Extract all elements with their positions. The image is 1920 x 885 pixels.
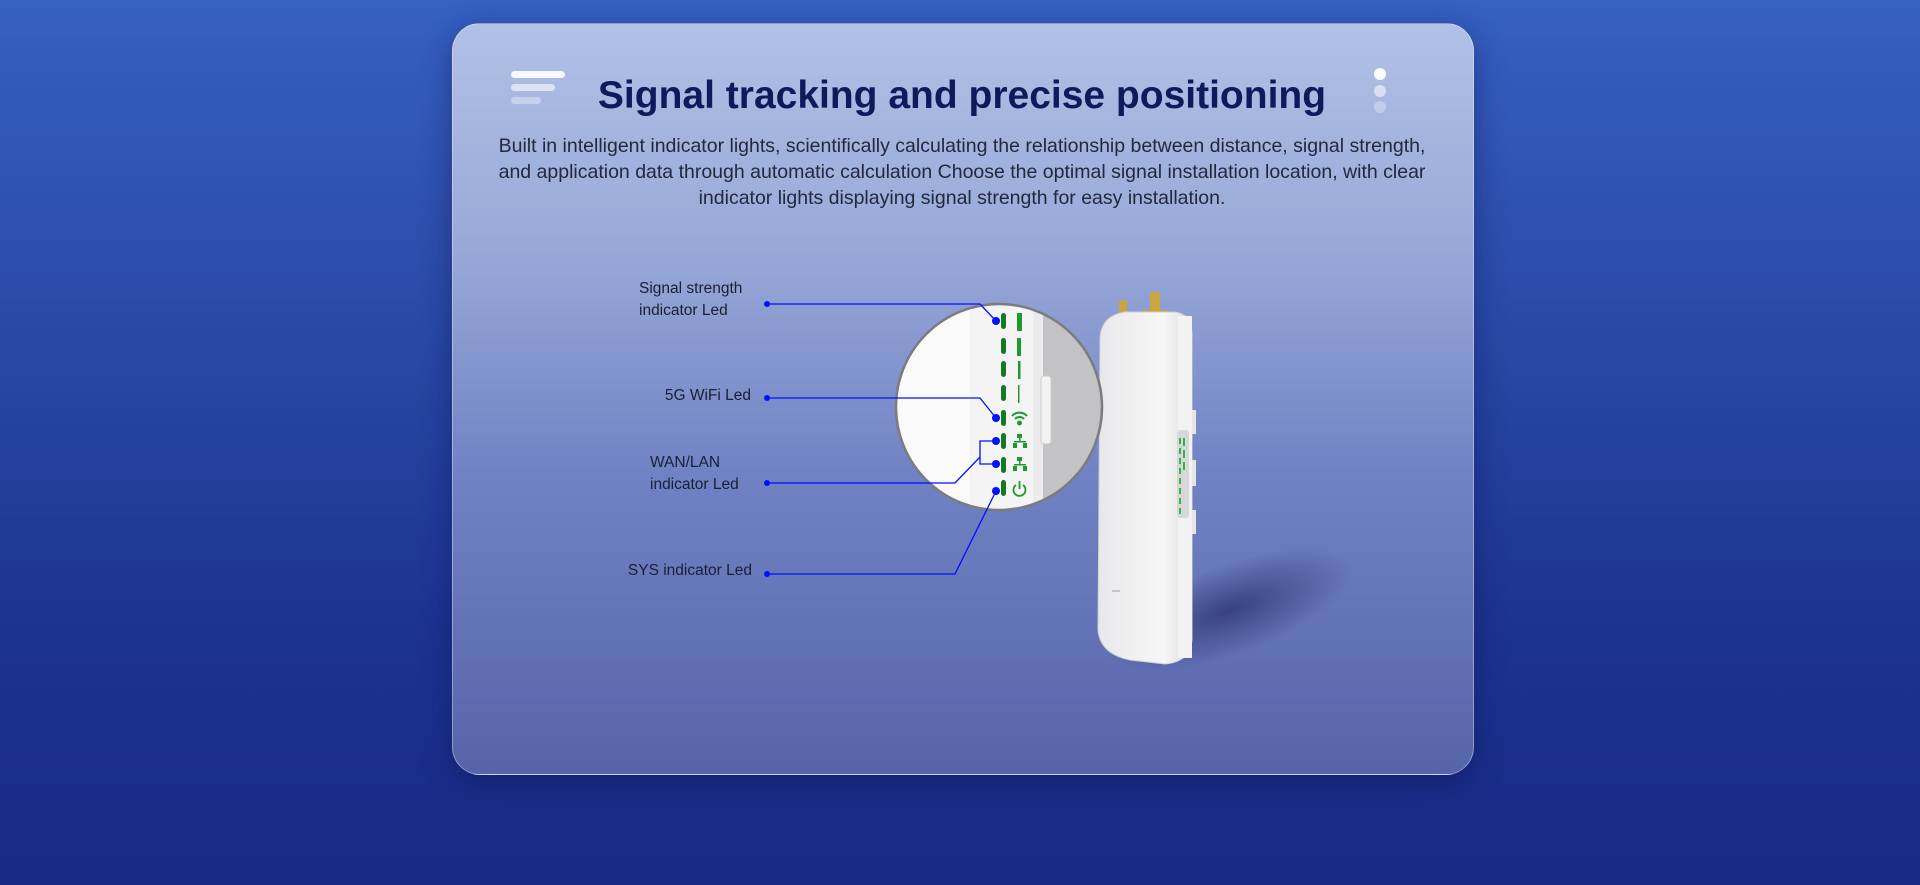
callout-dots bbox=[764, 301, 1000, 577]
label-sys: SYS indicator Led bbox=[627, 562, 752, 579]
led-magnifier bbox=[894, 302, 1104, 512]
label-wifi: 5G WiFi Led bbox=[664, 387, 751, 404]
network-icon bbox=[1013, 434, 1027, 448]
label-line: WAN/LAN bbox=[650, 454, 721, 471]
label-line: indicator Led bbox=[650, 476, 739, 493]
network-icon bbox=[1013, 457, 1027, 471]
description: Built in intelligent indicator lights, s… bbox=[498, 135, 1426, 209]
label-signal-strength: Signal strength indicator Led bbox=[639, 278, 742, 322]
label-wan-lan: WAN/LAN indicator Led bbox=[650, 452, 739, 496]
label-line: Signal strength bbox=[639, 280, 743, 297]
label-line: indicator Led bbox=[639, 302, 728, 319]
more-dots-icon[interactable] bbox=[1374, 68, 1386, 114]
device-image bbox=[1097, 292, 1196, 665]
power-icon bbox=[1012, 481, 1027, 497]
menu-icon[interactable] bbox=[511, 71, 565, 105]
callout-lines bbox=[767, 303, 997, 575]
page-title: Signal tracking and precise positioning bbox=[597, 74, 1327, 117]
wifi-icon bbox=[1011, 411, 1028, 426]
